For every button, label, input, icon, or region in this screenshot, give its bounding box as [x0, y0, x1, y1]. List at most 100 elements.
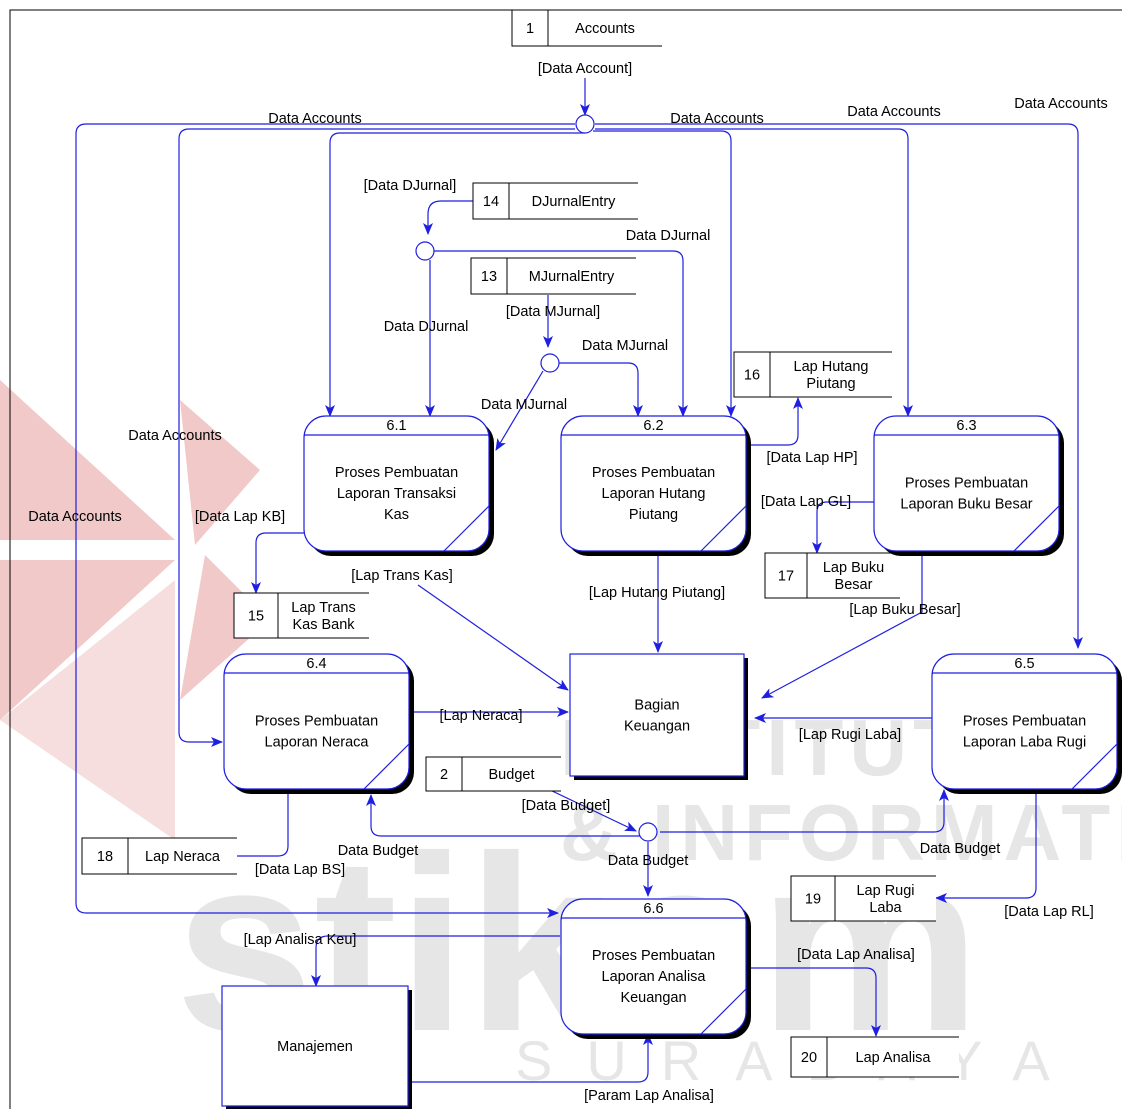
- flow-label: Data MJurnal: [582, 338, 668, 354]
- data-store-name: DJurnalEntry: [532, 194, 617, 210]
- flow-label: [Lap Trans Kas]: [351, 568, 453, 584]
- flow-label: [Lap Analisa Keu]: [244, 932, 357, 948]
- process-name: Proses Pembuatan: [592, 948, 715, 964]
- flow-label: [Lap Neraca]: [439, 708, 522, 724]
- flow-label: [Data Lap Analisa]: [797, 947, 915, 963]
- process-name: Laporan Analisa: [602, 969, 707, 985]
- flow-label: [Data Lap BS]: [255, 862, 345, 878]
- data-store-name: Lap Neraca: [145, 849, 221, 865]
- process-name: Proses Pembuatan: [905, 476, 1028, 492]
- process-name: Proses Pembuatan: [335, 465, 458, 481]
- data-store-number: 16: [744, 368, 760, 384]
- page-border: [9, 9, 1122, 1109]
- data-store-name: Laba: [869, 900, 902, 916]
- process-name: Proses Pembuatan: [963, 714, 1086, 730]
- flow-label: Data MJurnal: [481, 397, 567, 413]
- flow-label: Data Budget: [338, 843, 419, 859]
- data-store-name: Lap Rugi: [856, 883, 914, 899]
- data-store-name: Kas Bank: [292, 617, 355, 633]
- flow-label: Data Accounts: [847, 104, 941, 120]
- data-store-name: Besar: [835, 577, 873, 593]
- data-store-budget: 2 Budget: [425, 756, 561, 792]
- process-name: Kas: [384, 507, 409, 523]
- process-name: Laporan Neraca: [265, 735, 370, 751]
- process-name: Laporan Laba Rugi: [963, 735, 1086, 751]
- flow-label: [Data Lap RL]: [1004, 904, 1093, 920]
- flow-label: [Data Budget]: [522, 798, 611, 814]
- data-store-mjurnalentry: 13 MJurnalEntry: [470, 257, 636, 295]
- process-number: 6.1: [386, 418, 406, 434]
- junction-mjurnal: [540, 353, 560, 373]
- flow-label: Data Accounts: [128, 428, 222, 444]
- data-store-name: Budget: [489, 767, 535, 783]
- process-number: 6.2: [643, 418, 663, 434]
- data-store-name: MJurnalEntry: [529, 269, 615, 285]
- process-number: 6.3: [956, 418, 976, 434]
- flow-label: Data DJurnal: [384, 319, 469, 335]
- data-store-name: Lap Buku: [823, 560, 884, 576]
- data-store-name: Piutang: [806, 376, 855, 392]
- data-store-number: 20: [801, 1050, 817, 1066]
- flow-label: Data Budget: [920, 841, 1001, 857]
- external-entity-manajemen: Manajemen: [221, 985, 412, 1109]
- data-store-number: 14: [483, 194, 499, 210]
- data-store-name: Lap Trans: [291, 600, 356, 616]
- process-name: Laporan Hutang: [602, 486, 706, 502]
- process-name: Proses Pembuatan: [255, 714, 378, 730]
- flow-label: [Lap Rugi Laba]: [799, 727, 901, 743]
- process-name: Laporan Transaksi: [337, 486, 456, 502]
- flow-label: [Data Lap HP]: [766, 450, 857, 466]
- data-store-number: 13: [481, 269, 497, 285]
- flow-label: [Lap Hutang Piutang]: [589, 585, 725, 601]
- external-entity-name: Bagian: [634, 698, 679, 714]
- junction-accounts: [575, 114, 595, 134]
- flow-label: [Data Account]: [538, 61, 632, 77]
- process-number: 6.6: [643, 901, 663, 917]
- flow-label: [Lap Buku Besar]: [849, 602, 960, 618]
- data-store-number: 2: [440, 767, 448, 783]
- process-number: 6.4: [306, 656, 326, 672]
- junction-budget: [638, 822, 658, 842]
- flow-label: Data DJurnal: [626, 228, 711, 244]
- process-name: Keuangan: [620, 990, 686, 1006]
- data-store-djurnalentry: 14 DJurnalEntry: [472, 182, 638, 220]
- flow-label: Data Accounts: [268, 111, 362, 127]
- data-store-name: Lap Hutang: [794, 359, 869, 375]
- data-store-name: Accounts: [575, 21, 635, 37]
- flow-label: Data Accounts: [1014, 96, 1108, 112]
- data-store-number: 15: [248, 609, 264, 625]
- process-name: Laporan Buku Besar: [900, 497, 1032, 513]
- flow-label: [Data MJurnal]: [506, 304, 600, 320]
- data-store-number: 17: [778, 569, 794, 585]
- data-store-name: Lap Analisa: [856, 1050, 932, 1066]
- data-store-lap-analisa: 20 Lap Analisa: [790, 1036, 959, 1078]
- junction-djurnal: [415, 241, 435, 261]
- external-entity-name: Manajemen: [277, 1039, 353, 1055]
- junctions: [415, 114, 658, 842]
- process-number: 6.5: [1014, 656, 1034, 672]
- flow-label: Data Accounts: [28, 509, 122, 525]
- watermark-logo-icon: [0, 380, 270, 840]
- process-name: Piutang: [629, 507, 678, 523]
- external-entity-name: Keuangan: [624, 719, 690, 735]
- process-name: Proses Pembuatan: [592, 465, 715, 481]
- flow-label: [Param Lap Analisa]: [584, 1088, 714, 1104]
- flow-label: [Data Lap GL]: [761, 494, 851, 510]
